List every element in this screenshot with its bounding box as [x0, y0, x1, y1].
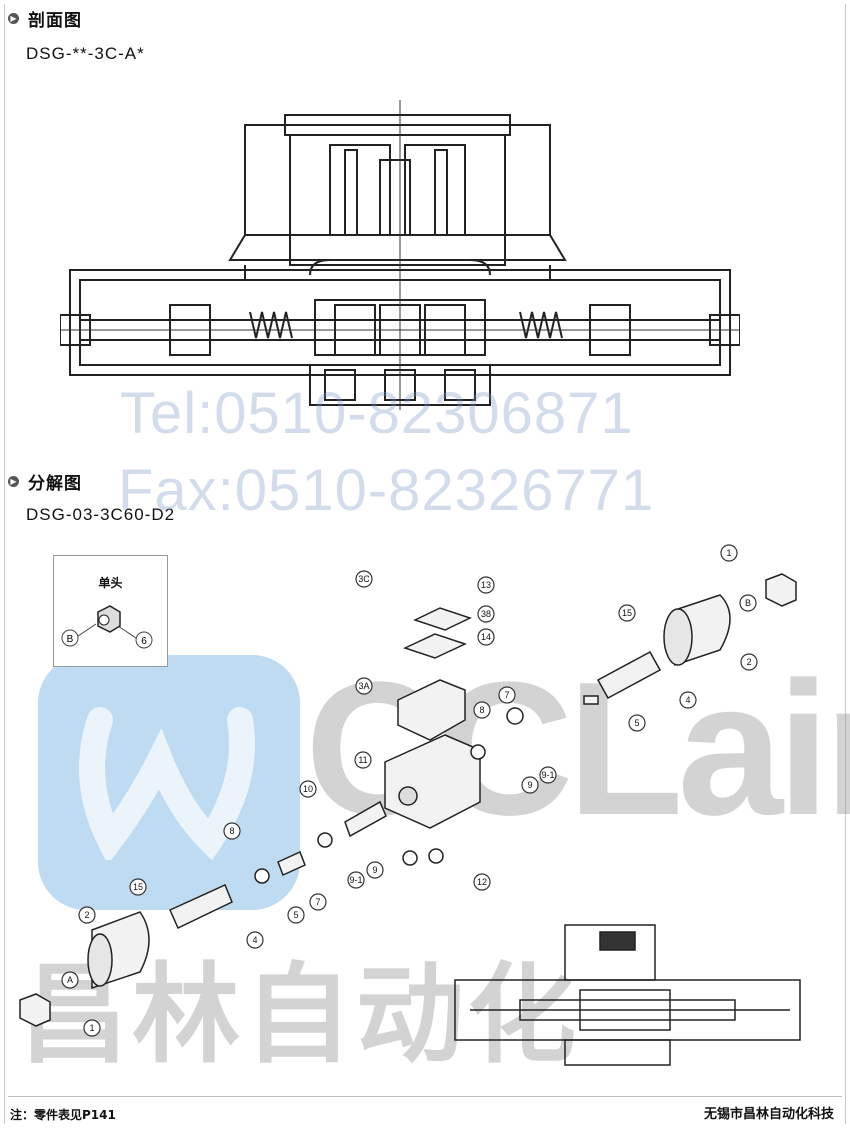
- cross-section-drawing: [60, 100, 740, 410]
- footer-company: 无锡市昌林自动化科技: [703, 1107, 834, 1122]
- model-number-cross-section: DSG-**-3C-A*: [26, 44, 145, 63]
- callout-3a: 3A: [358, 681, 369, 691]
- callout-1-right: 1: [726, 548, 731, 558]
- bullet-icon: ▶: [8, 476, 19, 487]
- callout-4-right: 4: [685, 695, 690, 705]
- callout-14: 14: [481, 632, 491, 642]
- callout-11: 11: [358, 755, 367, 765]
- callout-12: 12: [477, 877, 487, 887]
- inset-title: 单头: [98, 576, 123, 590]
- single-head-nut-icon: B 6: [61, 605, 153, 649]
- callout-15-left: 15: [133, 882, 143, 892]
- page-frame: [4, 4, 846, 1124]
- callout-9-1-right: 9-1: [541, 770, 554, 780]
- callout-2-right: 2: [746, 657, 751, 667]
- footer-divider: [8, 1096, 842, 1097]
- section-title-exploded-view: 分解图: [28, 474, 82, 494]
- footer-note: 注：零件表见P141: [10, 1108, 116, 1122]
- callout-8-right: 8: [479, 705, 484, 715]
- callout-a-left: A: [67, 975, 73, 985]
- callout-5-left: 5: [293, 910, 298, 920]
- callout-38: 38: [481, 609, 491, 619]
- callout-8-left: 8: [229, 826, 234, 836]
- bullet-icon: ▶: [8, 13, 19, 24]
- logo-swoosh-icon: [79, 707, 255, 860]
- section-title-cross-section: 剖面图: [28, 11, 82, 31]
- right-border: [845, 4, 846, 1124]
- exploded-view-drawing: 1 2 B 15 3C 13 38 14 3A 7 8 4 5 9 9-1 11…: [19, 544, 801, 1066]
- callout-5-right: 5: [634, 718, 639, 728]
- callout-10: 10: [303, 784, 313, 794]
- callout-4-left: 4: [252, 935, 257, 945]
- callout-3c: 3C: [358, 574, 370, 584]
- callout-9-right: 9: [527, 780, 532, 790]
- model-number-exploded-view: DSG-03-3C60-D2: [26, 505, 176, 524]
- watermark-tel: Tel:0510-82306871: [120, 381, 634, 446]
- callout-13: 13: [481, 580, 491, 590]
- callout-9-left: 9: [372, 865, 377, 875]
- callout-7-right: 7: [504, 690, 509, 700]
- inset-label-b: B: [67, 634, 74, 645]
- watermark-fax: Fax:0510-82326771: [118, 458, 655, 523]
- single-head-inset: 单头 B 6: [53, 555, 168, 667]
- watermark-brand: CCLair: [305, 643, 850, 855]
- callout-15-right: 15: [622, 608, 632, 618]
- callout-1-left: 1: [89, 1023, 94, 1033]
- inset-label-6: 6: [141, 636, 147, 647]
- callout-b-right: B: [745, 598, 751, 608]
- callout-7-left: 7: [315, 897, 320, 907]
- callout-9-1-left: 9-1: [349, 875, 362, 885]
- callout-2-left: 2: [84, 910, 89, 920]
- left-border: [4, 4, 5, 1124]
